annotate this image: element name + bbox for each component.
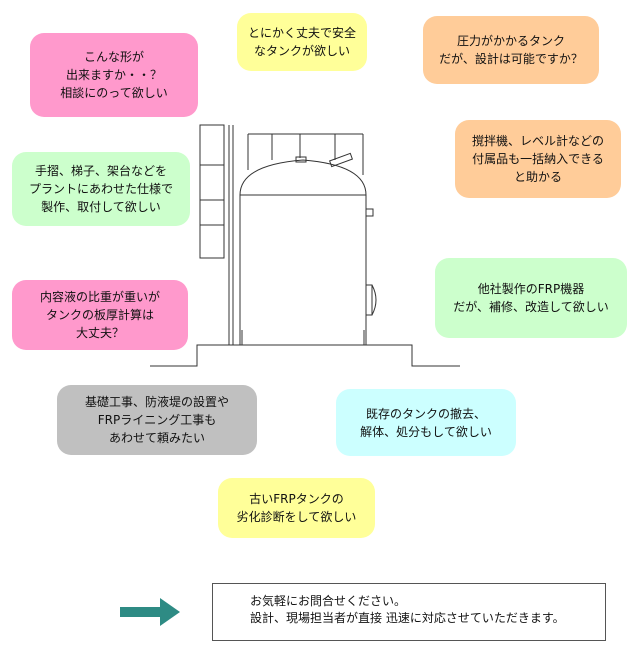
bubble-custom-shape: こんな形が 出来ますか・・？ 相談にのって欲しい [30, 33, 198, 117]
side-manhole [371, 284, 377, 316]
bubble-removal-disposal: 既存のタンクの撤去、 解体、処分もして欲しい [336, 389, 516, 456]
arrow-right-icon [120, 598, 180, 626]
bubble-bulk-delivery: 撹拌機、レベル計などの 付属品も一括納入できる と助かる [455, 120, 621, 198]
bubble-foundation-work: 基礎工事、防液堤の設置や FRPライニング工事も あわせて頼みたい [57, 385, 257, 455]
foundation [150, 344, 460, 367]
bubble-sturdy-safe: とにかく丈夫で安全 なタンクが欲しい [237, 13, 367, 71]
bubble-repair-other-make: 他社製作のFRP機器 だが、補修、改造して欲しい [435, 258, 627, 338]
ladder-cage [199, 124, 234, 345]
side-nozzle [365, 208, 374, 217]
bubble-pressure: 圧力がかかるタンク だが、設計は可能ですか？ [423, 16, 599, 84]
bubble-thickness-calc: 内容液の比重が重いが タンクの板厚計算は 大丈夫？ [12, 280, 188, 350]
bubble-accessories-plant: 手摺、梯子、架台などを プラントにあわせた仕様で 製作、取付して欲しい [12, 152, 190, 226]
tank-body [239, 159, 367, 345]
contact-line-1: お気軽にお問合せください。 [250, 594, 407, 608]
handrail [247, 133, 364, 175]
top-nozzle [295, 156, 307, 163]
contact-line-2: 設計、現場担当者が直接 迅速に対応させていただきます。 [250, 611, 565, 625]
contact-box: お気軽にお問合せください。 設計、現場担当者が直接 迅速に対応させていただきます… [212, 583, 606, 641]
bubble-deterioration-diagnosis: 古いFRPタンクの 劣化診断をして欲しい [218, 478, 375, 538]
